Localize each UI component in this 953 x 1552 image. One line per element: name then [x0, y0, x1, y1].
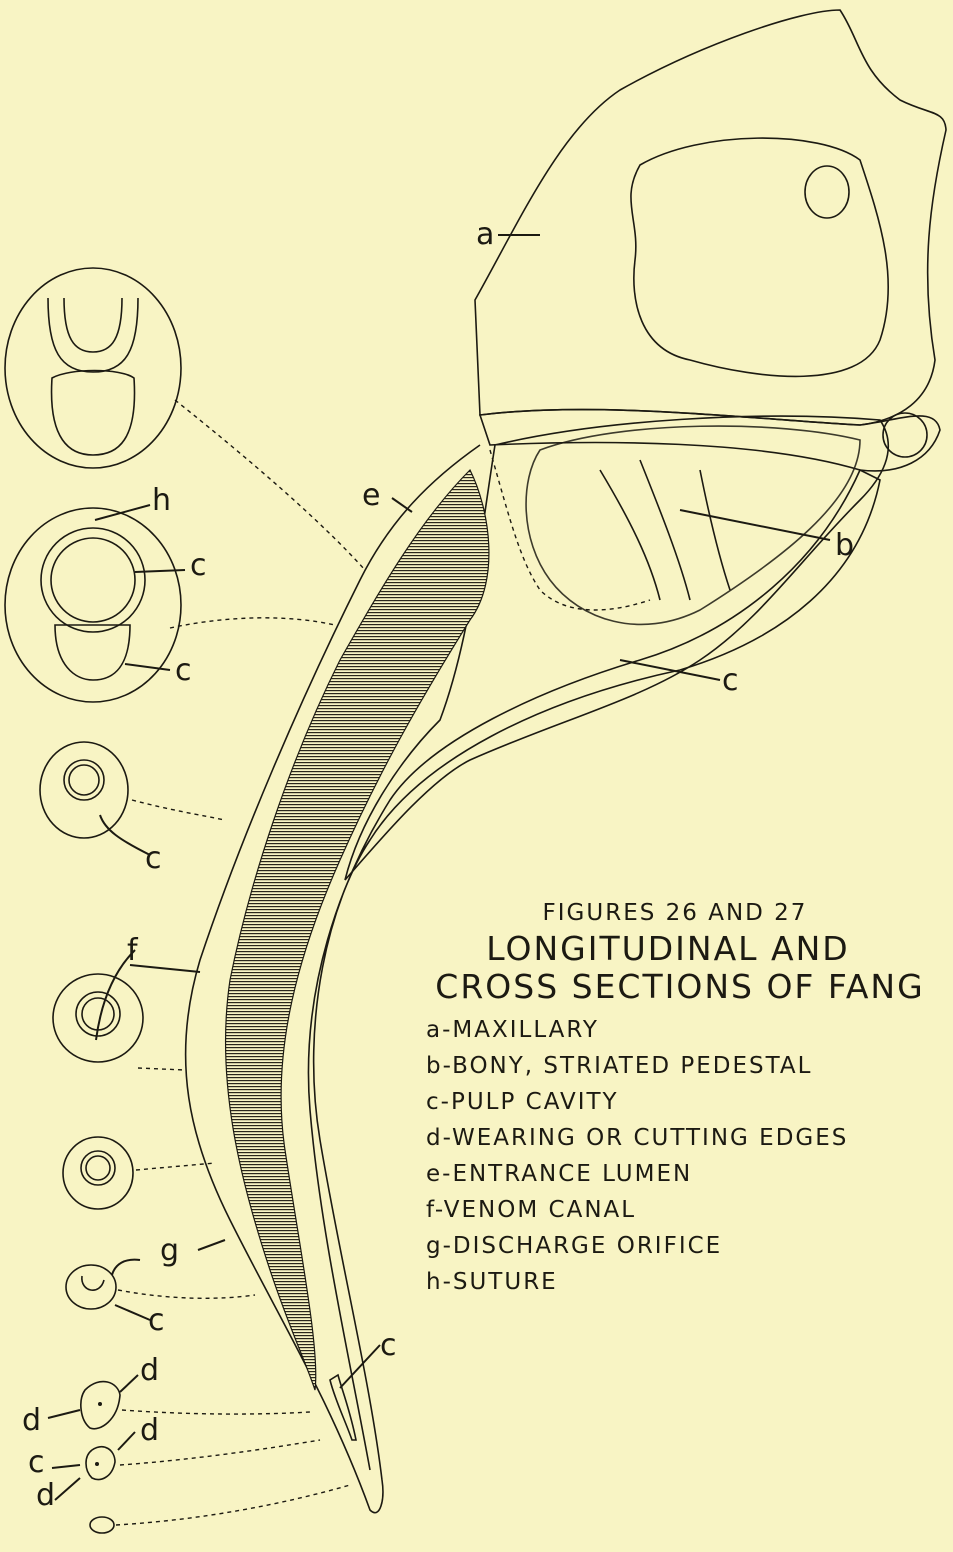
- label-d-1: d: [140, 1353, 159, 1388]
- legend-item-c: c-PULP CAVITY: [426, 1089, 619, 1115]
- cross-section-7: [81, 1382, 120, 1429]
- label-d-4: d: [36, 1478, 55, 1513]
- figure-heading: FIGURES 26 AND 27: [543, 900, 808, 926]
- legend-item-d: d-WEARING OR CUTTING EDGES: [426, 1125, 848, 1151]
- label-a: a: [476, 217, 494, 252]
- label-c-section8: c: [28, 1445, 45, 1480]
- cross-section-1: [5, 268, 181, 468]
- label-e: e: [362, 478, 380, 513]
- legend-item-a: a-MAXILLARY: [426, 1017, 599, 1043]
- label-h: h: [152, 483, 171, 518]
- cross-section-3: [40, 742, 128, 838]
- label-d-3: d: [140, 1413, 159, 1448]
- label-b: b: [835, 528, 854, 563]
- legend-item-g: g-DISCHARGE ORIFICE: [426, 1233, 722, 1259]
- label-c-pulp: c: [722, 663, 739, 698]
- figure-title-line1: LONGITUDINAL AND: [486, 929, 849, 968]
- maxillary-bone: [475, 10, 946, 471]
- legend-item-h: h-SUTURE: [426, 1269, 558, 1295]
- figure-title-line2: CROSS SECTIONS OF FANG: [435, 967, 924, 1006]
- label-c-tip: c: [380, 1328, 397, 1363]
- label-c-section2a: c: [190, 548, 207, 583]
- label-g: g: [160, 1233, 179, 1268]
- label-c-section3: c: [145, 841, 162, 876]
- legend-item-e: e-ENTRANCE LUMEN: [426, 1161, 692, 1187]
- label-c-section6: c: [148, 1303, 165, 1338]
- legend: a-MAXILLARY b-BONY, STRIATED PEDESTAL c-PU…: [426, 1017, 848, 1295]
- label-f: f: [127, 933, 139, 968]
- label-c-section2b: c: [175, 653, 192, 688]
- cross-section-5: [63, 1137, 133, 1209]
- label-d-2: d: [22, 1403, 41, 1438]
- cross-section-8: [86, 1447, 115, 1480]
- cross-section-6: [66, 1265, 116, 1309]
- legend-item-b: b-BONY, STRIATED PEDESTAL: [426, 1053, 812, 1079]
- cross-section-2: [5, 508, 181, 702]
- cross-section-4: [53, 974, 143, 1062]
- cross-section-9: [90, 1517, 114, 1533]
- caption: FIGURES 26 AND 27 LONGITUDINAL AND CROSS…: [435, 900, 924, 1006]
- legend-item-f: f-VENOM CANAL: [426, 1197, 636, 1223]
